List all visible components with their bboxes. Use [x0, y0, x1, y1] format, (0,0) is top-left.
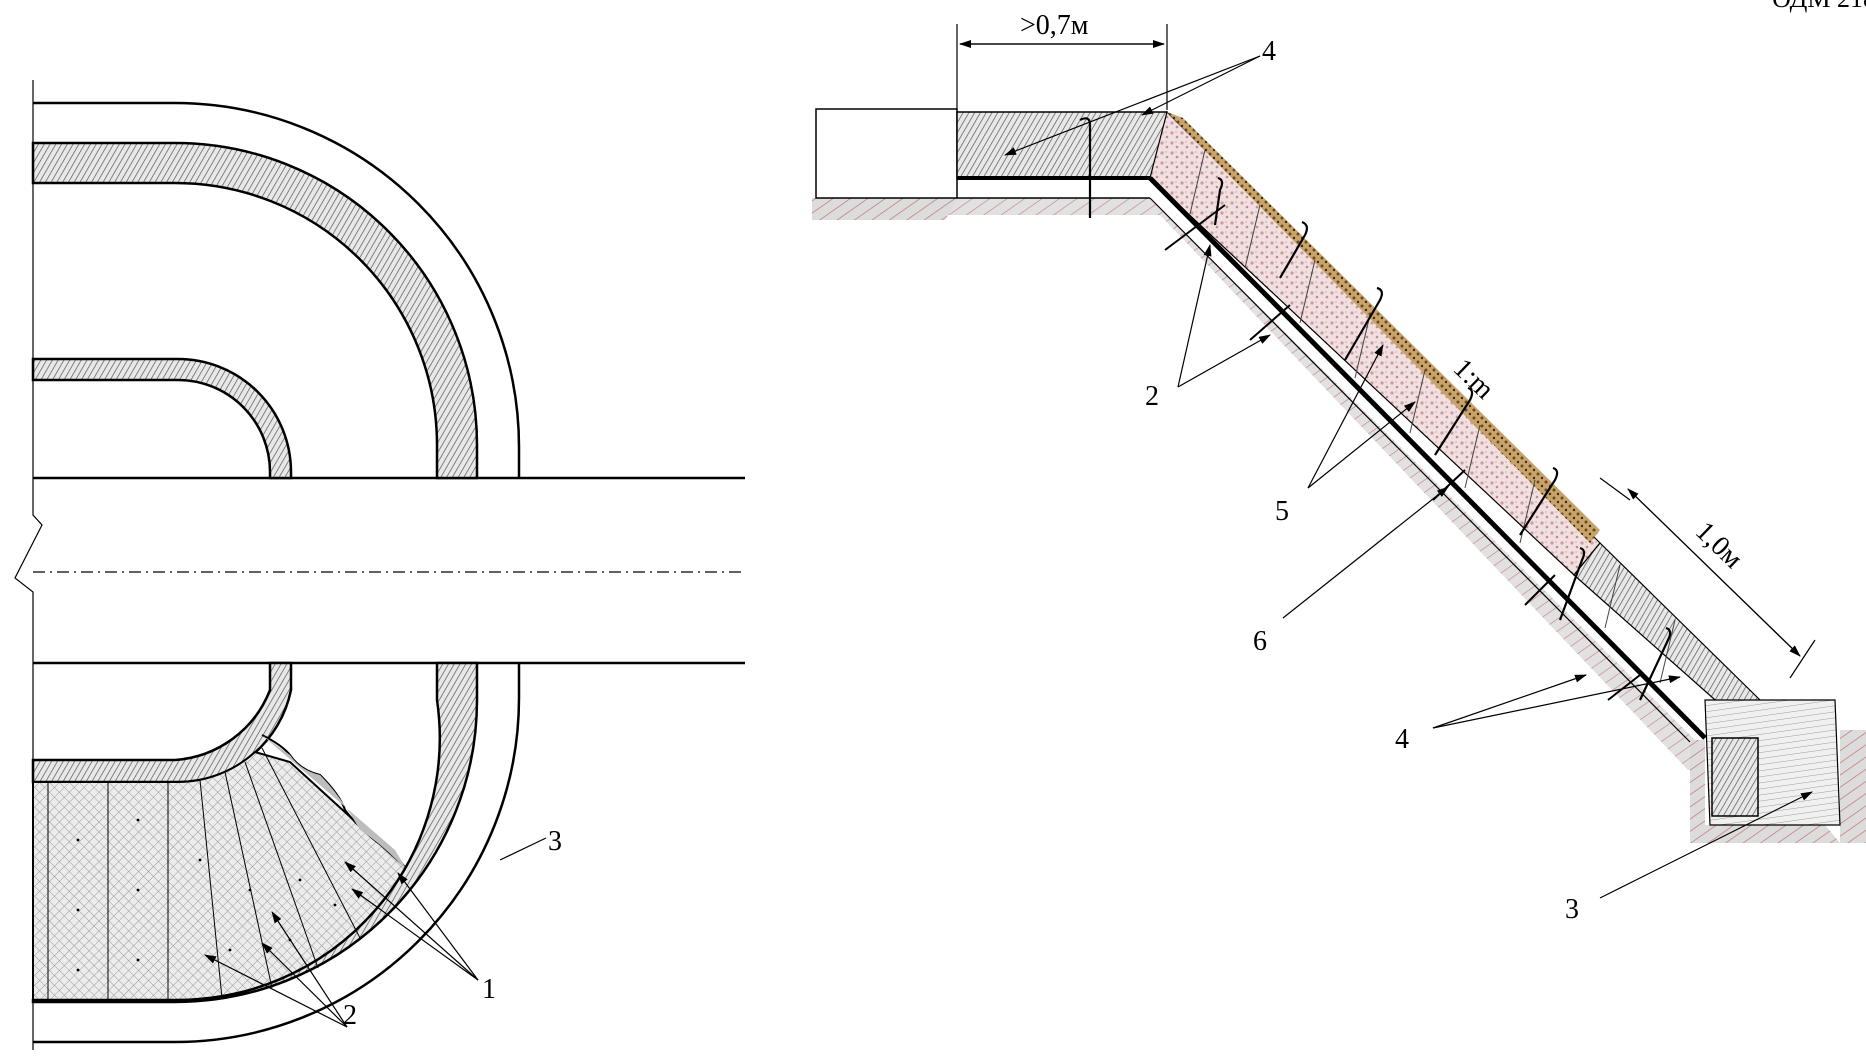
outer-band-bottom [31, 661, 479, 1004]
slope-sand [1167, 112, 1600, 543]
plan-view: 3 1 2 [14, 80, 745, 1050]
outer-band-top [31, 141, 479, 480]
pins [1164, 204, 1641, 701]
callout-5-section: 5 [1275, 496, 1289, 527]
ground-right [1840, 730, 1866, 843]
slope-section: >0,7м 1,0м 1:m 4 2 5 6 4 3 [812, 10, 1866, 925]
ground-hatch [812, 198, 958, 220]
outer-contour-bottom [33, 663, 521, 1044]
inner-band-top [31, 357, 293, 480]
protection-blocks [32, 750, 417, 1001]
callout-4-toe: 4 [1395, 724, 1409, 755]
stipple-dots [76, 818, 337, 972]
slope-seams [1189, 149, 1676, 684]
geotextile-line [1148, 176, 1707, 740]
dimension-toe: 1,0м [1689, 516, 1749, 575]
dimension-top: >0,7м [1020, 10, 1089, 41]
slope-blocks [1149, 110, 1601, 576]
callout-1-plan: 1 [482, 974, 496, 1005]
callout-2-plan: 2 [343, 1000, 357, 1031]
top-berm [956, 111, 1168, 179]
callout-3-section: 3 [1565, 894, 1579, 925]
border-line [14, 80, 43, 1050]
road-body [815, 108, 958, 199]
callout-4-top: 4 [1262, 36, 1276, 67]
ground-toe [1690, 740, 1840, 843]
document-code: ОДМ 218.3.05 [1772, 0, 1866, 12]
callout-2-section: 2 [1145, 381, 1159, 412]
callout-6-section: 6 [1253, 626, 1267, 657]
callout-3-plan: 3 [548, 826, 562, 857]
toe-beam [1711, 737, 1759, 817]
outer-contour-top [33, 101, 521, 478]
anchors [1079, 117, 1672, 701]
